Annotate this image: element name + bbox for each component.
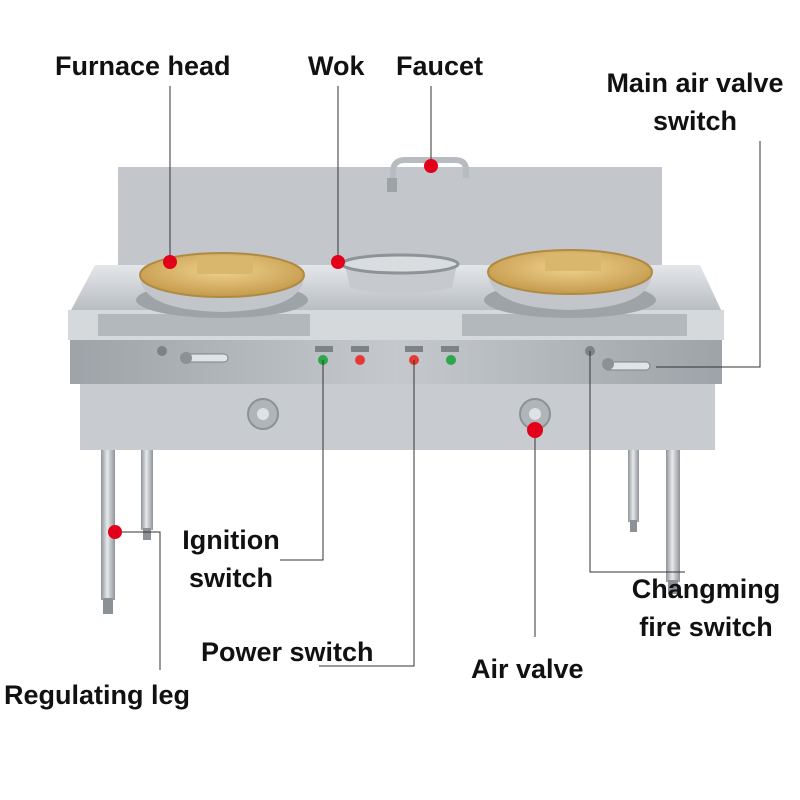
label-faucet: Faucet — [396, 51, 484, 81]
leader-power-switch — [319, 360, 415, 667]
leader-regulating-leg — [115, 531, 161, 670]
leader-main-air-valve-switch — [656, 141, 761, 368]
wok — [340, 253, 460, 294]
control-buttons — [315, 346, 459, 365]
marker-regulating-leg — [108, 525, 122, 539]
label-ignition-switch-line1: Ignition — [182, 525, 280, 555]
label-changming-fire-switch-line1: Changming — [631, 574, 781, 604]
label-main-air-valve-switch-line2: switch — [652, 106, 738, 136]
leader-changming-fire-switch — [589, 351, 685, 573]
air-valve-fitting — [519, 398, 551, 430]
label-main-air-valve-switch-line1: Main air valve — [606, 68, 784, 98]
label-ignition-switch: Ignition switch — [171, 521, 291, 597]
leader-lines — [115, 86, 761, 670]
leader-ignition-switch — [280, 360, 324, 561]
label-furnace-head: Furnace head — [55, 51, 231, 81]
legs — [101, 450, 680, 614]
main-air-valve-handle-left — [157, 346, 229, 364]
marker-faucet — [424, 159, 438, 173]
markers — [108, 159, 543, 539]
label-power-switch: Power switch — [201, 637, 374, 667]
label-ignition-switch-line2: switch — [188, 563, 274, 593]
marker-wok — [331, 255, 345, 269]
label-main-air-valve-switch: Main air valve switch — [595, 64, 795, 140]
lower-cabinet — [80, 384, 715, 450]
furnace-head-left — [136, 252, 308, 318]
ignition-button-right — [446, 355, 456, 365]
marker-furnace-head — [163, 255, 177, 269]
marker-air-valve — [527, 422, 543, 438]
valve-fitting-left — [247, 398, 279, 430]
label-changming-fire-switch: Changming fire switch — [618, 570, 794, 646]
label-wok: Wok — [308, 51, 365, 81]
label-regulating-leg: Regulating leg — [4, 680, 191, 710]
furnace-head-right — [484, 249, 656, 318]
power-button-left — [355, 355, 365, 365]
label-air-valve: Air valve — [471, 654, 584, 684]
label-changming-fire-switch-line2: fire switch — [639, 612, 773, 642]
